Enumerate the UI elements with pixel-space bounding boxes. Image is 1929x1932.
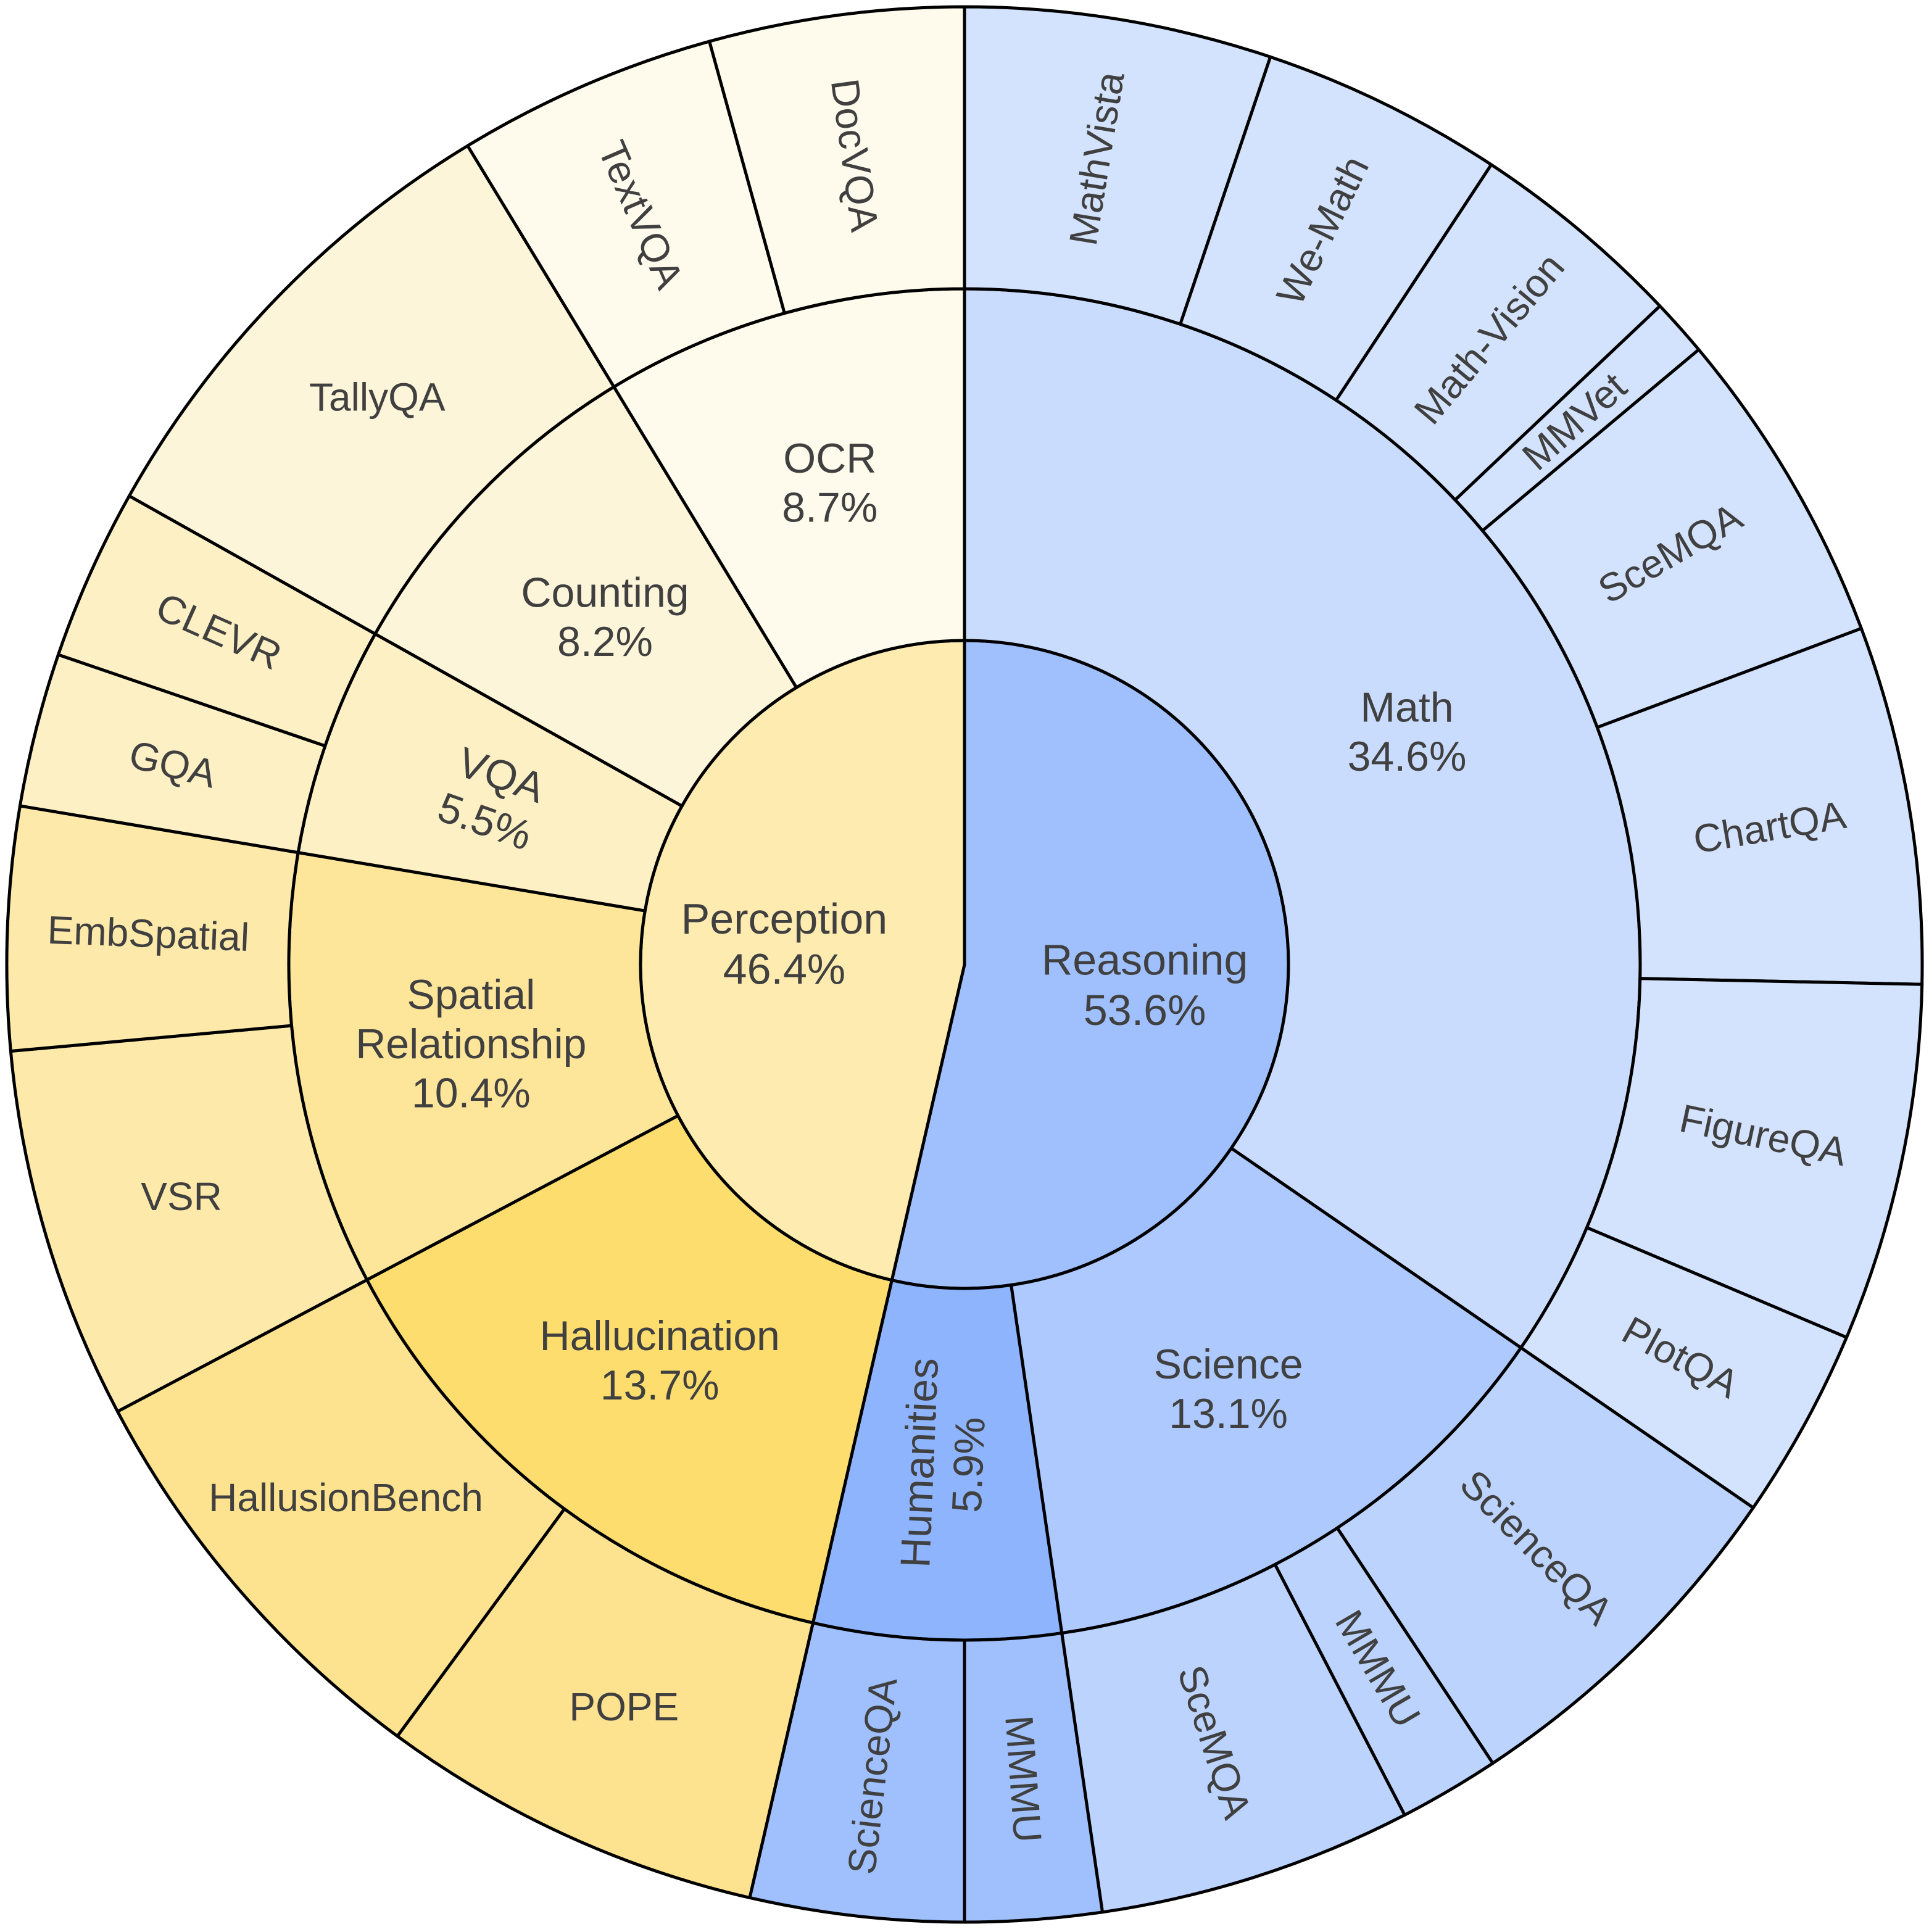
label-text: Relationship	[355, 1021, 586, 1068]
label-text: VSR	[141, 1174, 222, 1219]
value-text: 8.7%	[782, 484, 877, 531]
value-text: 10.4%	[412, 1069, 531, 1116]
value-text: 13.1%	[1169, 1390, 1288, 1437]
value-text: 13.7%	[600, 1362, 720, 1409]
label-text: POPE	[569, 1685, 679, 1729]
label-text: MMMU	[997, 1714, 1050, 1844]
label-pope-2: POPE	[569, 1685, 679, 1729]
sunburst-wedges	[5, 5, 1924, 1924]
label-text: Counting	[521, 569, 689, 616]
wedge-docvqa-2[interactable]	[708, 5, 966, 315]
label-text: Humanities	[892, 1357, 947, 1569]
label-text: OCR	[783, 435, 876, 482]
label-text: Hallucination	[540, 1312, 780, 1359]
label-text: TallyQA	[309, 375, 446, 419]
value-text: 8.2%	[557, 618, 653, 665]
label-hallusionbench-2: HallusionBench	[209, 1475, 483, 1520]
value-text: 5.9%	[944, 1416, 994, 1514]
label-text: Math	[1360, 684, 1453, 731]
label-mmmu-2: MMMU	[997, 1714, 1050, 1844]
value-text: 34.6%	[1348, 733, 1467, 780]
value-text: 46.4%	[723, 945, 845, 993]
label-text: HallusionBench	[209, 1475, 483, 1520]
label-text: Perception	[681, 895, 888, 943]
label-tallyqa-2: TallyQA	[309, 375, 446, 419]
label-text: Spatial	[407, 971, 535, 1018]
label-text: Reasoning	[1042, 935, 1248, 984]
label-embspatial-2: EmbSpatial	[47, 908, 251, 960]
label-vsr-2: VSR	[141, 1174, 222, 1219]
value-text: 53.6%	[1084, 986, 1206, 1034]
label-text: Science	[1154, 1341, 1303, 1388]
label-text: EmbSpatial	[47, 908, 251, 960]
